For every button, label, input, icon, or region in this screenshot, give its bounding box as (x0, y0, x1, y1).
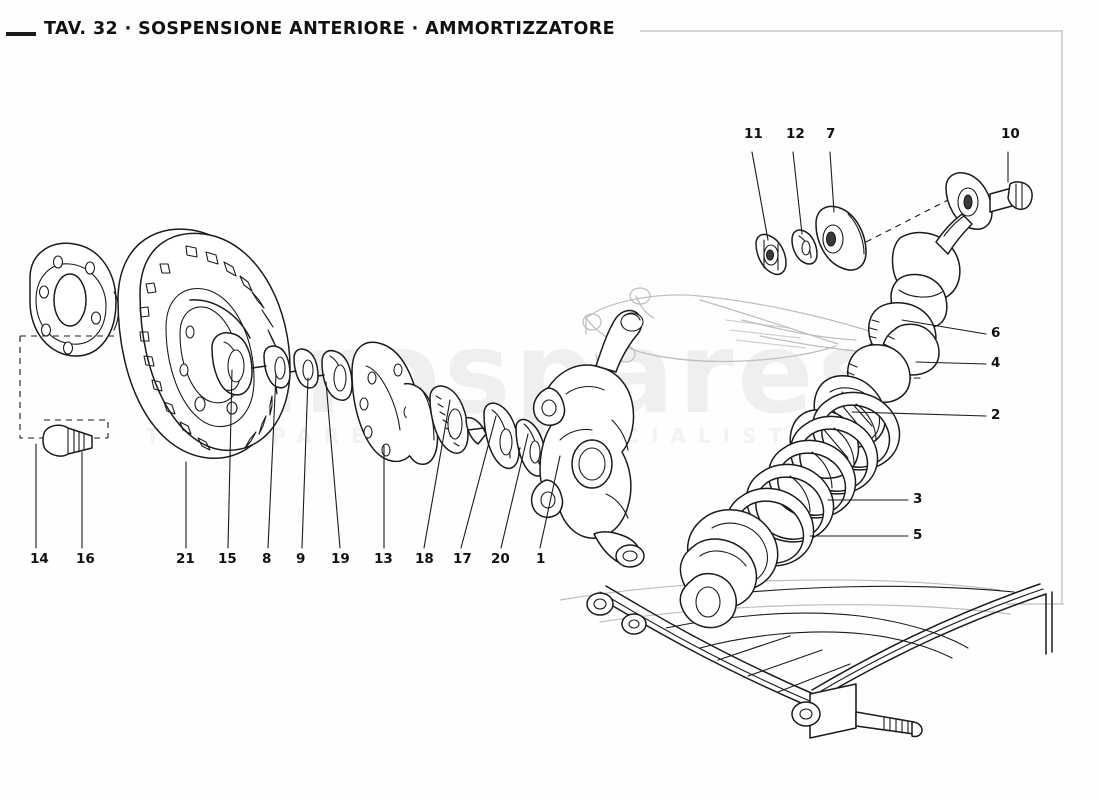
callout-5: 5 (913, 527, 923, 543)
callout-3: 3 (913, 491, 923, 507)
callout-12: 12 (786, 126, 805, 142)
page-title-row: TAV. 32 · SOSPENSIONE ANTERIORE · AMMORT… (0, 14, 1100, 44)
callout-14: 14 (30, 551, 49, 567)
wheel-hub-part-13 (351, 341, 439, 465)
ghost-crossmember (559, 579, 1011, 623)
callout-15: 15 (218, 551, 237, 567)
callout-20: 20 (491, 551, 510, 567)
callout-7: 7 (826, 126, 836, 142)
callout-2: 2 (991, 407, 1001, 423)
ghost-upper-control-arm (582, 287, 899, 405)
lower-spring-seat-part-5 (679, 509, 779, 629)
washer-part-12 (791, 229, 818, 265)
callout-16: 16 (76, 551, 95, 567)
upper-mount-bushing-part-7 (815, 205, 867, 271)
lower-control-arm (586, 583, 1053, 739)
bearing-stack-right (429, 385, 547, 477)
title-rule-left (6, 32, 36, 36)
callout-4: 4 (991, 355, 1001, 371)
callout-11: 11 (744, 126, 763, 142)
shock-upper-body (890, 213, 973, 330)
callout-17: 17 (453, 551, 472, 567)
hub-flange-part-14 (29, 242, 120, 357)
callout-1: 1 (536, 551, 546, 567)
coil-spring-part-3 (725, 391, 901, 567)
page-title: TAV. 32 · SOSPENSIONE ANTERIORE · AMMORT… (44, 19, 615, 39)
callout-8: 8 (262, 551, 272, 567)
callout-13: 13 (374, 551, 393, 567)
callout-9: 9 (296, 551, 306, 567)
wheel-stud-part-16 (19, 335, 116, 457)
nut-part-11 (755, 233, 787, 276)
bearing-stack-left (211, 332, 353, 401)
leader-lines (35, 151, 1009, 549)
spring-adjuster-part-4 (845, 302, 940, 404)
assembly-axis-dashed (865, 199, 949, 243)
callout-10: 10 (1001, 126, 1020, 142)
steering-knuckle-part-1 (530, 309, 645, 568)
callout-21: 21 (176, 551, 195, 567)
brake-disc-part-21 (117, 228, 291, 459)
callout-6: 6 (991, 325, 1001, 341)
callout-18: 18 (415, 551, 434, 567)
callout-19: 19 (331, 551, 350, 567)
mounting-bolt-part-10 (945, 172, 1033, 230)
sheet-frame (640, 30, 1064, 605)
